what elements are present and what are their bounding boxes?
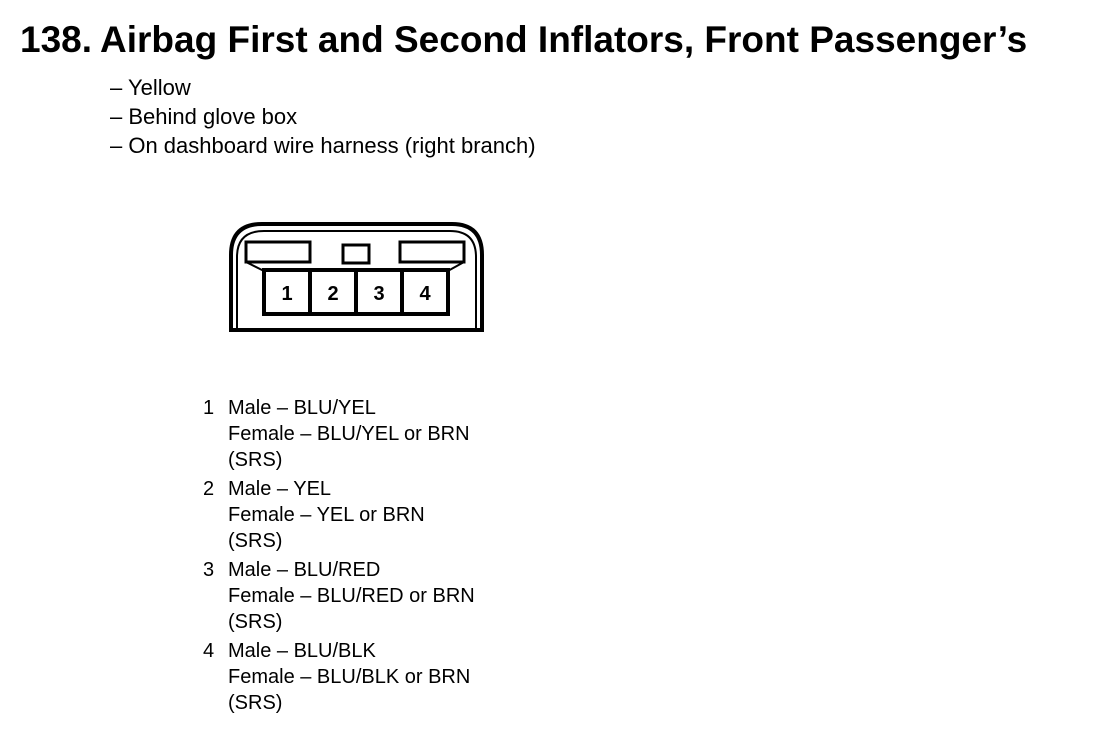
pin-label-4: 4 — [419, 283, 431, 305]
pin-circuit: (SRS) — [228, 692, 283, 714]
pin-female-wire: Female – BLU/BLK or BRN — [228, 666, 471, 688]
component-name: Airbag First and Second Inflators, Front… — [100, 19, 1028, 60]
left-latch-slot — [244, 240, 312, 264]
item-number: 138. — [20, 19, 93, 60]
pin-circuit: (SRS) — [228, 530, 283, 552]
connector-inner-outline — [236, 230, 477, 330]
pin-label-2: 2 — [327, 283, 338, 305]
pin-number: 3 — [203, 559, 215, 581]
pin-male-wire: Male – BLU/YEL — [228, 397, 376, 419]
pin-male-wire: Male – YEL — [228, 478, 332, 500]
detail-color: – Yellow — [110, 75, 191, 100]
pin-male-wire: Male – BLU/BLK — [228, 640, 376, 662]
detail-location: – Behind glove box — [110, 104, 298, 129]
pin-female-wire: Female – BLU/RED or BRN — [228, 585, 475, 607]
pin-female-wire: Female – YEL or BRN — [228, 504, 425, 526]
pin-number: 1 — [203, 397, 215, 419]
right-latch-slot — [398, 240, 466, 264]
component-details: – Yellow – Behind glove box – On dashboa… — [110, 73, 536, 160]
pin-number: 2 — [203, 478, 215, 500]
pin-cavity-4 — [400, 268, 450, 316]
connector-diagram: 1 2 3 4 — [229, 222, 484, 332]
detail-harness: – On dashboard wire harness (right branc… — [110, 133, 536, 158]
page-title: 138.Airbag First and Second Inflators, F… — [20, 18, 1027, 62]
pin-circuit: (SRS) — [228, 611, 283, 633]
pin-label-3: 3 — [373, 283, 384, 305]
pin-entry: 3 Male – BLU/RED Female – BLU/RED or BRN… — [203, 557, 475, 635]
pin-assignment-list: 1 Male – BLU/YEL Female – BLU/YEL or BRN… — [203, 395, 475, 719]
pin-circuit: (SRS) — [228, 449, 283, 471]
connector-housing — [229, 222, 484, 332]
pin-entry: 1 Male – BLU/YEL Female – BLU/YEL or BRN… — [203, 395, 475, 473]
pin-male-wire: Male – BLU/RED — [228, 559, 381, 581]
pin-number: 4 — [203, 640, 215, 662]
pin-label-1: 1 — [281, 283, 292, 305]
center-key — [341, 243, 371, 265]
pin-entry: 4 Male – BLU/BLK Female – BLU/BLK or BRN… — [203, 638, 475, 716]
pin-entry: 2 Male – YEL Female – YEL or BRN (SRS) — [203, 476, 475, 554]
pin-female-wire: Female – BLU/YEL or BRN — [228, 423, 470, 445]
